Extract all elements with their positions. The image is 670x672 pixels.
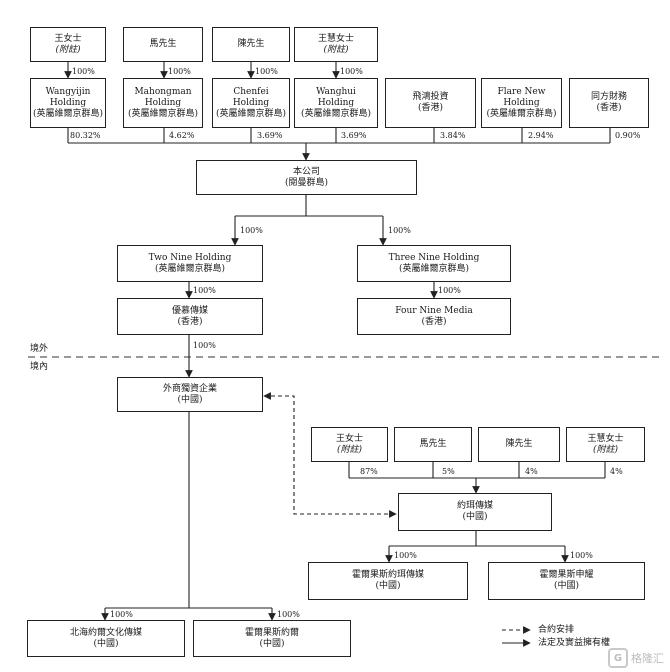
stake-label: 87% bbox=[360, 467, 378, 476]
person-box-mr-ma: 馬先生 bbox=[123, 27, 203, 62]
horgos-yueer-box: 霍爾果斯約爾 (中國) bbox=[193, 620, 351, 657]
vie-person-box-ms-wang: 王女士 (附註) bbox=[311, 427, 388, 462]
legend-equity-label: 法定及實益擁有權 bbox=[538, 638, 611, 648]
pct-label: 100% bbox=[394, 551, 417, 560]
stake-label: 4% bbox=[525, 467, 538, 476]
stake-label: 3.69% bbox=[341, 131, 367, 140]
person-box-ms-wang: 王女士 (附註) bbox=[30, 27, 106, 62]
pct-label: 100% bbox=[277, 610, 300, 619]
youmu-media-box: 優慕傳媒 (香港) bbox=[117, 298, 263, 335]
pct-label: 100% bbox=[240, 226, 263, 235]
watermark-g-icon: G bbox=[608, 648, 628, 668]
two-nine-holding-box: Two Nine Holding (英屬維爾京群島) bbox=[117, 245, 263, 282]
horgos-yuer-media-box: 霍爾果斯約珥傳媒 (中國) bbox=[308, 562, 468, 600]
pct-label: 100% bbox=[193, 341, 216, 350]
holding-box-wanghui: Wanghui Holding (英屬維爾京群島) bbox=[294, 78, 378, 128]
pct-label: 100% bbox=[388, 226, 411, 235]
yuer-media-box: 約珥傳媒 (中國) bbox=[398, 493, 552, 531]
holding-box-feihong: 飛鴻投資 (香港) bbox=[385, 78, 476, 128]
pct-label: 100% bbox=[255, 67, 278, 76]
company-box: 本公司 (閱曼群島) bbox=[196, 160, 417, 195]
stake-label: 2.94% bbox=[528, 131, 554, 140]
pct-label: 100% bbox=[570, 551, 593, 560]
pct-label: 100% bbox=[110, 610, 133, 619]
stake-label: 3.69% bbox=[257, 131, 283, 140]
holding-box-tongfang: 同方財務 (香港) bbox=[569, 78, 649, 128]
stake-label: 0.90% bbox=[615, 131, 641, 140]
holding-box-wangyijin: Wangyijin Holding (英屬維爾京群島) bbox=[30, 78, 106, 128]
person-box-ms-wang-hui: 王慧女士 (附註) bbox=[294, 27, 378, 62]
pct-label: 100% bbox=[438, 286, 461, 295]
watermark-logo: G 格隆汇 bbox=[608, 648, 664, 668]
three-nine-holding-box: Three Nine Holding (英屬維爾京群島) bbox=[357, 245, 511, 282]
pct-label: 100% bbox=[340, 67, 363, 76]
holding-box-mahongman: Mahongman Holding (英屬維爾京群島) bbox=[123, 78, 203, 128]
four-nine-media-box: Four Nine Media (香港) bbox=[357, 298, 511, 335]
person-box-mr-chen: 陳先生 bbox=[212, 27, 290, 62]
pct-label: 100% bbox=[168, 67, 191, 76]
vie-person-box-ms-wang-hui: 王慧女士 (附註) bbox=[566, 427, 645, 462]
pct-label: 100% bbox=[72, 67, 95, 76]
holding-box-flare-new: Flare New Holding (英屬維爾京群島) bbox=[481, 78, 562, 128]
beihai-yueer-culture-box: 北海約爾文化傳媒 (中國) bbox=[27, 620, 185, 657]
wfoe-box: 外商獨資企業 (中國) bbox=[117, 377, 263, 412]
stake-label: 4.62% bbox=[169, 131, 195, 140]
legend-contractual-label: 合約安排 bbox=[538, 625, 575, 635]
offshore-label: 境外 bbox=[30, 344, 49, 354]
stake-label: 80.32% bbox=[70, 131, 101, 140]
stake-label: 5% bbox=[442, 467, 455, 476]
stake-label: 4% bbox=[610, 467, 623, 476]
stake-label: 3.84% bbox=[440, 131, 466, 140]
pct-label: 100% bbox=[193, 286, 216, 295]
horgos-shenyao-box: 霍爾果斯申耀 (中國) bbox=[488, 562, 645, 600]
vie-person-box-mr-ma: 馬先生 bbox=[394, 427, 472, 462]
holding-box-chenfei: Chenfei Holding (英屬維爾京群島) bbox=[212, 78, 290, 128]
onshore-label: 境內 bbox=[30, 362, 49, 372]
vie-person-box-mr-chen: 陳先生 bbox=[478, 427, 560, 462]
